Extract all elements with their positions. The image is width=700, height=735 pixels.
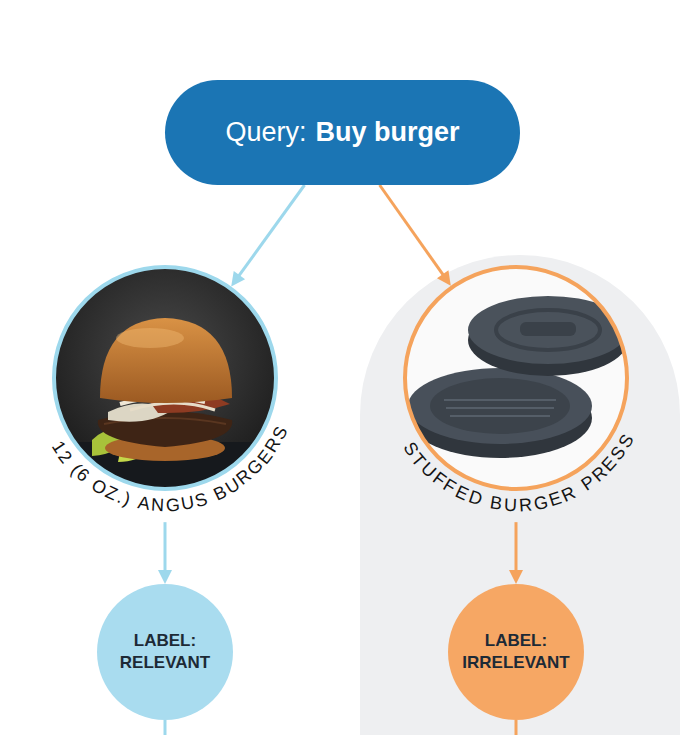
connector-line — [164, 522, 167, 572]
connector-group — [380, 185, 451, 286]
tail-line — [515, 720, 518, 735]
title-letter: U — [504, 496, 518, 515]
press-base-top — [408, 368, 592, 444]
connector-line — [380, 185, 444, 276]
arrow-head — [231, 271, 245, 286]
onion — [130, 403, 215, 410]
connector-group — [509, 522, 523, 584]
title-letter: R — [518, 495, 532, 514]
title-letter: B — [489, 494, 504, 514]
query-pill: Query: Buy burger — [165, 80, 520, 185]
product-circle: 12 (6 OZ.) ANGUS BURGERS — [52, 265, 278, 491]
press-ridges — [444, 400, 556, 416]
title-letter: A — [136, 493, 151, 513]
tail-line — [164, 720, 167, 735]
photo-background — [52, 265, 278, 491]
label-circle: LABEL: RELEVANT — [97, 584, 233, 720]
arrow-head — [437, 270, 451, 285]
burger-photo — [52, 265, 278, 502]
press-lid-ring — [496, 310, 600, 350]
photo-background — [403, 265, 629, 491]
label-text: LABEL: IRRELEVANT — [456, 630, 576, 674]
product-circle: STUFFED BURGER PRESS — [403, 265, 629, 491]
title-letter: S — [193, 489, 210, 510]
bun-highlight — [116, 328, 184, 348]
connector-group — [158, 522, 172, 584]
burger-press-photo — [403, 265, 629, 491]
label-circle: LABEL: IRRELEVANT — [448, 584, 584, 720]
title-letter: N — [151, 495, 165, 514]
top-bun — [100, 318, 232, 403]
connector-line — [515, 522, 518, 572]
query-prefix: Query: — [225, 117, 306, 148]
press-lid-top — [468, 296, 628, 364]
connector-group — [231, 185, 304, 286]
title-letter: G — [165, 495, 180, 514]
product-title: 12 (6 OZ.) ANGUS BURGERS — [56, 269, 274, 487]
query-text: Buy burger — [316, 117, 460, 148]
product-title: STUFFED BURGER PRESS — [407, 269, 625, 487]
arrow-head — [509, 570, 523, 584]
grey-panel — [360, 255, 680, 735]
press-base-well — [430, 378, 570, 434]
press-handle — [520, 322, 576, 336]
label-text: LABEL: RELEVANT — [105, 630, 225, 674]
arrow-head — [158, 570, 172, 584]
connector-line — [238, 185, 304, 277]
